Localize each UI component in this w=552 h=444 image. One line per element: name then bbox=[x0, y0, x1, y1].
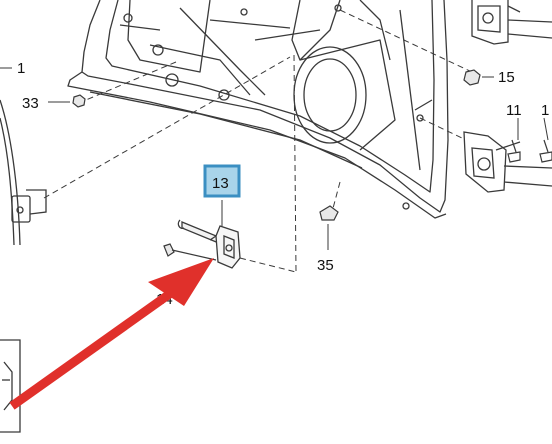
part-11-bolt bbox=[507, 139, 552, 163]
left-door-edge bbox=[0, 99, 47, 246]
upper-hinge bbox=[471, 0, 552, 45]
part-33-nut bbox=[72, 94, 86, 108]
callout-13-highlight bbox=[203, 164, 241, 198]
callout-labels: 1 33 15 11 1 13 14 35 bbox=[17, 60, 549, 308]
red-arrow bbox=[9, 258, 214, 410]
inset-box bbox=[0, 339, 21, 433]
lower-hinge bbox=[463, 131, 552, 193]
door-panel bbox=[67, 0, 449, 219]
leader-lines bbox=[43, 9, 473, 273]
callout-13: 13 bbox=[212, 175, 229, 192]
callout-15: 15 bbox=[498, 69, 515, 86]
callout-11: 11 bbox=[506, 102, 522, 119]
part-14-bolt bbox=[163, 243, 217, 261]
callout-1: 1 bbox=[17, 60, 25, 77]
callout-ticks bbox=[0, 67, 549, 250]
part-35-clip bbox=[319, 205, 339, 221]
part-15-nut bbox=[463, 69, 481, 86]
callout-33: 33 bbox=[22, 95, 39, 112]
callout-1-right: 1 bbox=[541, 102, 549, 119]
door-check-assembly bbox=[177, 219, 241, 269]
callout-35: 35 bbox=[317, 257, 334, 274]
